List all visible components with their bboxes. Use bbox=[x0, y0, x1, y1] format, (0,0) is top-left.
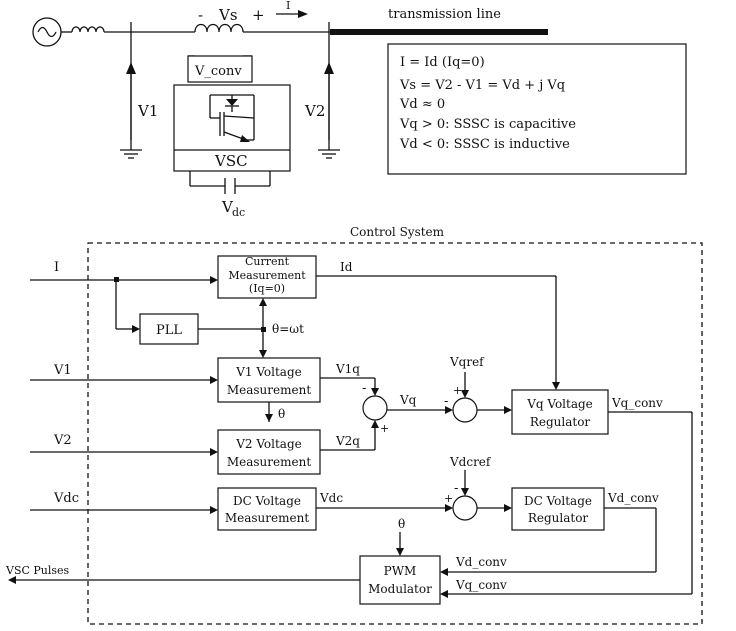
vd-conv-in-label: Vd_conv bbox=[455, 555, 507, 569]
current-measurement-block bbox=[217, 255, 317, 299]
vq-conv-in-label: Vq_conv bbox=[455, 578, 507, 592]
v-conv-label: V_conv bbox=[194, 64, 242, 79]
theta-label: θ bbox=[398, 517, 405, 531]
block-label: Measurement bbox=[228, 269, 306, 282]
equation-line: Vs = V2 - V1 = Vd + j Vq bbox=[399, 78, 565, 93]
equation-line: Vd < 0: SSSC is inductive bbox=[399, 137, 570, 152]
block-label: DC Voltage bbox=[233, 494, 301, 508]
current-label: I bbox=[286, 0, 290, 12]
block-label: V2 Voltage bbox=[235, 437, 302, 451]
block-label: Regulator bbox=[528, 511, 589, 525]
pll-block bbox=[139, 313, 199, 345]
vsc-label: VSC bbox=[214, 152, 248, 170]
vs-plus-sign: + bbox=[252, 6, 265, 24]
vsc-pulses-label: VSC Pulses bbox=[5, 564, 70, 577]
power-circuit: V1 V2 - Vs + I transmission line V_conv bbox=[32, 0, 548, 219]
block-label: Measurement bbox=[227, 383, 311, 397]
vs-minus-sign: - bbox=[198, 6, 203, 24]
ac-wave-icon bbox=[37, 26, 57, 38]
sign-label: + bbox=[453, 384, 462, 397]
transmission-line-label: transmission line bbox=[388, 7, 501, 22]
equations-box: I = Id (Iq=0) Vs = V2 - V1 = Vd + j Vq V… bbox=[387, 43, 687, 175]
input-v2-label: V2 bbox=[53, 433, 72, 448]
capacitor-icon bbox=[224, 178, 236, 194]
vq-regulator-block bbox=[511, 389, 609, 435]
ground-icon bbox=[318, 149, 340, 159]
source-inductor-icon bbox=[71, 26, 105, 33]
sign-label: - bbox=[362, 381, 366, 396]
sign-label: + bbox=[444, 492, 453, 505]
summing-junction-icon bbox=[452, 495, 478, 521]
dc-regulator-block bbox=[511, 487, 605, 531]
sign-label: - bbox=[444, 394, 448, 409]
v2-label: V2 bbox=[304, 102, 325, 120]
block-label: Vq Voltage bbox=[526, 397, 593, 411]
equation-line: I = Id (Iq=0) bbox=[400, 55, 485, 70]
block-label: Measurement bbox=[227, 455, 311, 469]
control-system-title: Control System bbox=[350, 225, 445, 239]
control-system: Control System Current Measurement (Iq=0… bbox=[5, 225, 703, 625]
vd-conv-out-label: Vd_conv bbox=[607, 491, 659, 505]
v2q-signal-label: V2q bbox=[335, 434, 360, 448]
vdc-signal-label: Vdc bbox=[319, 491, 343, 505]
vdcref-label: Vdcref bbox=[449, 455, 492, 469]
v1q-signal-label: V1q bbox=[335, 362, 360, 376]
block-label: Regulator bbox=[530, 415, 591, 429]
ground-icon bbox=[120, 149, 142, 159]
summing-junction-icon bbox=[452, 397, 478, 423]
vq-signal-label: Vq bbox=[399, 393, 417, 407]
summing-junction-icon bbox=[362, 395, 388, 421]
id-signal-label: Id bbox=[340, 260, 353, 274]
block-label: V1 Voltage bbox=[235, 365, 302, 379]
equation-line: Vq > 0: SSSC is capacitive bbox=[399, 117, 576, 132]
control-system-frame bbox=[87, 242, 703, 625]
block-label: Modulator bbox=[368, 582, 432, 596]
v2-measurement-block bbox=[217, 429, 321, 475]
dc-measurement-block bbox=[217, 487, 317, 531]
input-vdc-label: Vdc bbox=[53, 491, 79, 506]
equation-line: Vd ≈ 0 bbox=[399, 97, 445, 112]
vqref-label: Vqref bbox=[449, 355, 485, 369]
v-conv-box bbox=[187, 55, 253, 83]
theta-wt-label: θ=ωt bbox=[272, 322, 304, 336]
vdc-label: V bbox=[221, 198, 234, 216]
theta-label: θ bbox=[278, 407, 285, 421]
sign-label: + bbox=[380, 422, 389, 435]
block-label: Measurement bbox=[225, 511, 309, 525]
vs-label: Vs bbox=[218, 6, 238, 24]
block-label: (Iq=0) bbox=[249, 282, 285, 295]
vq-conv-out-label: Vq_conv bbox=[611, 396, 663, 410]
vdc-subscript: dc bbox=[232, 206, 245, 219]
block-label: PWM bbox=[384, 564, 417, 578]
sign-label: - bbox=[454, 481, 458, 496]
input-v1-label: V1 bbox=[53, 363, 72, 378]
block-label: DC Voltage bbox=[524, 494, 592, 508]
input-i-label: I bbox=[54, 260, 59, 275]
block-label: PLL bbox=[156, 323, 182, 338]
block-label: Current bbox=[245, 255, 290, 268]
transformer-primary-icon bbox=[194, 23, 244, 33]
pwm-modulator-block bbox=[359, 555, 441, 605]
igbt-icon bbox=[209, 94, 255, 142]
v1-label: V1 bbox=[137, 102, 158, 120]
